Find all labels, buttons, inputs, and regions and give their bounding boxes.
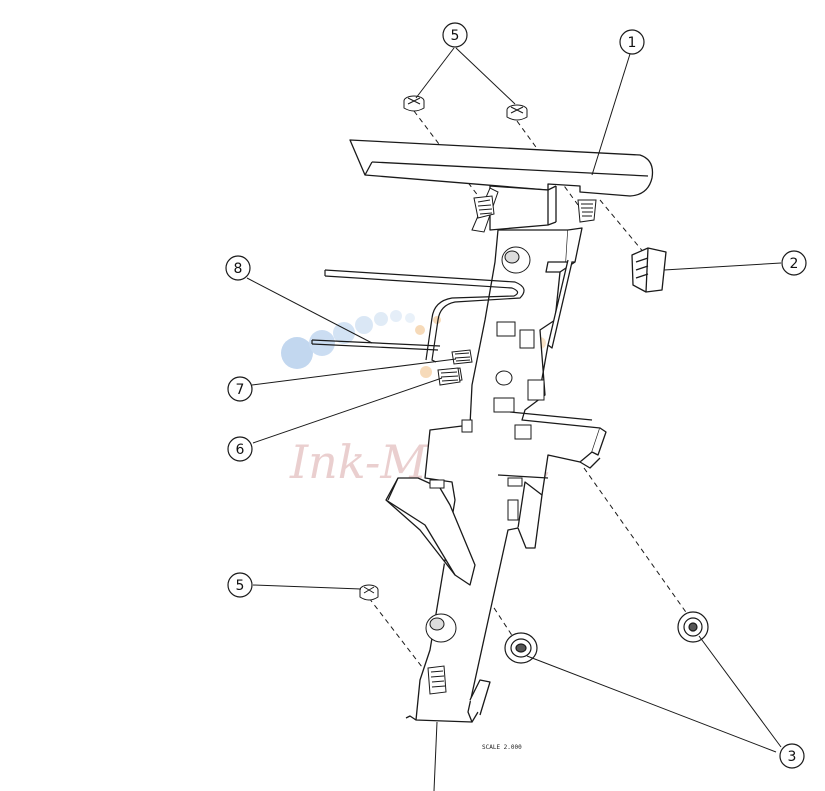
part-8-wire-spring (311, 269, 525, 363)
part-7-spring (451, 349, 473, 365)
left-fin (385, 477, 476, 586)
part-3-bushing-left (504, 632, 538, 664)
part-6-clip (437, 367, 461, 386)
callout-6-label: 6 (236, 442, 245, 458)
main-frame (405, 227, 607, 723)
callout-3: 3 (779, 743, 805, 769)
part-5-screw-bottom (359, 584, 379, 601)
callout-2: 2 (781, 250, 807, 276)
callout-5-bottom-label: 5 (236, 578, 245, 594)
callout-6: 6 (227, 436, 253, 462)
callout-1-label: 1 (628, 35, 637, 51)
callout-5-top: 5 (442, 22, 468, 48)
callout-8-label: 8 (234, 261, 243, 277)
scale-note: SCALE 2.000 (482, 744, 522, 751)
callout-2-label: 2 (790, 256, 799, 272)
part-1-top-bar (349, 139, 654, 231)
leader-lines (246, 47, 782, 791)
part-5-screw-top-right (506, 104, 528, 121)
callout-8: 8 (225, 255, 251, 281)
callout-7: 7 (227, 376, 253, 402)
part-5-screw-top-left (403, 95, 425, 112)
callout-7-label: 7 (236, 382, 245, 398)
callout-5-bottom: 5 (227, 572, 253, 598)
callout-3-label: 3 (788, 749, 797, 765)
part-3-bushing-right (677, 611, 709, 643)
callout-5-top-label: 5 (451, 28, 460, 44)
callout-1: 1 (619, 29, 645, 55)
part-2-block (631, 247, 667, 293)
